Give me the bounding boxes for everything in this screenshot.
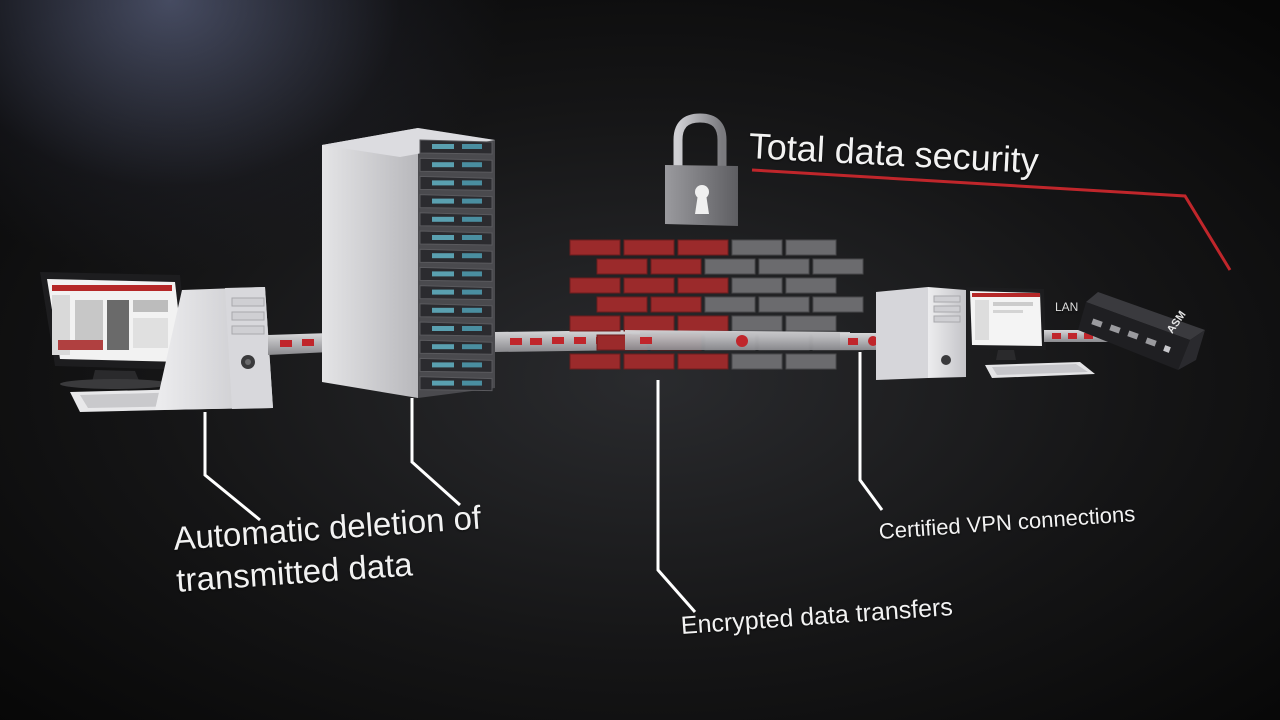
firewall-brick	[731, 353, 783, 370]
server-rack-unit	[419, 175, 493, 191]
right-keyboard	[985, 362, 1095, 378]
firewall-brick	[731, 277, 783, 294]
server-rack-indicator	[462, 253, 482, 259]
server-rack-unit	[419, 376, 493, 392]
left-workstation	[40, 272, 273, 412]
server-rack-indicator	[432, 344, 454, 350]
server-rack-unit	[419, 230, 493, 246]
label-lan: LAN	[1055, 300, 1079, 314]
server-rack-indicator	[462, 307, 482, 313]
right-workstation	[876, 287, 1095, 380]
firewall-brick	[704, 258, 756, 275]
firewall-brick	[596, 258, 648, 275]
firewall-brick	[758, 258, 810, 275]
server-rack-indicator	[432, 180, 454, 186]
encrypted-callout-line	[656, 380, 697, 613]
server-rack-unit	[419, 248, 493, 264]
firewall-brick	[677, 277, 729, 294]
firewall-brick	[758, 296, 810, 313]
server-rack-indicator	[462, 271, 482, 277]
firewall-brick	[623, 353, 675, 370]
firewall-wall	[569, 239, 864, 370]
server-rack-unit	[419, 303, 493, 319]
server-rack-indicator	[432, 162, 454, 168]
server-rack-indicator	[432, 144, 454, 149]
firewall-brick	[785, 239, 837, 256]
server-rack-indicator	[462, 235, 482, 240]
firewall-brick	[677, 239, 729, 256]
pipe-right	[840, 333, 882, 350]
firewall-brick	[623, 315, 675, 332]
firewall-brick	[596, 296, 648, 313]
padlock-icon	[665, 113, 738, 226]
server-rack-indicator	[462, 326, 482, 331]
server-rack-unit	[419, 285, 493, 301]
firewall-brick	[812, 258, 864, 275]
left-monitor	[40, 272, 190, 389]
server-rack-indicator	[432, 235, 454, 240]
firewall-brick	[623, 277, 675, 294]
server-rack-indicator	[432, 289, 454, 295]
left-pc-tower	[155, 287, 273, 410]
firewall-brick	[785, 277, 837, 294]
server-rack-unit	[419, 212, 493, 228]
firewall-brick	[704, 296, 756, 313]
router-device: ASM	[1078, 292, 1205, 370]
firewall-brick	[623, 239, 675, 256]
vpn-callout-line	[858, 352, 884, 511]
server-rack-indicator	[432, 362, 454, 368]
server-rack	[322, 128, 495, 398]
deletion-callout-line-1	[203, 412, 261, 522]
server-rack-indicator	[462, 162, 482, 168]
server-rack-unit	[419, 157, 493, 173]
server-rack-unit	[419, 321, 493, 337]
firewall-brick	[785, 353, 837, 370]
server-rack-indicator	[462, 380, 482, 386]
server-rack-unit	[419, 194, 493, 210]
firewall-brick	[650, 296, 702, 313]
server-rack-indicator	[462, 289, 482, 295]
deletion-callout-line-2	[410, 398, 462, 507]
firewall-brick	[812, 296, 864, 313]
firewall-brick	[731, 315, 783, 332]
security-callout-line	[751, 168, 1232, 271]
server-rack-indicator	[462, 362, 482, 368]
server-rack-unit	[419, 339, 493, 355]
server-rack-indicator	[462, 216, 482, 222]
firewall-brick	[569, 277, 621, 294]
server-rack-indicator	[432, 307, 454, 313]
firewall-brick	[650, 258, 702, 275]
server-rack-indicator	[432, 326, 454, 331]
server-rack-indicator	[432, 198, 454, 204]
right-monitor	[966, 287, 1046, 360]
server-rack-unit	[419, 139, 493, 155]
server-rack-indicator	[432, 216, 454, 222]
server-rack-indicator	[432, 271, 454, 277]
firewall-brick	[677, 353, 729, 370]
server-rack-unit	[419, 357, 493, 373]
server-rack-indicator	[432, 253, 454, 259]
server-rack-indicator	[462, 144, 482, 149]
firewall-brick	[569, 239, 621, 256]
right-pc-tower	[876, 287, 966, 380]
server-rack-unit	[419, 266, 493, 282]
firewall-brick	[569, 315, 621, 332]
firewall-brick	[731, 239, 783, 256]
server-rack-indicator	[462, 180, 482, 186]
server-rack-indicator	[462, 344, 482, 350]
firewall-brick	[569, 353, 621, 370]
firewall-brick	[677, 315, 729, 332]
server-rack-indicator	[432, 380, 454, 386]
server-rack-indicator	[462, 198, 482, 204]
firewall-brick	[785, 315, 837, 332]
